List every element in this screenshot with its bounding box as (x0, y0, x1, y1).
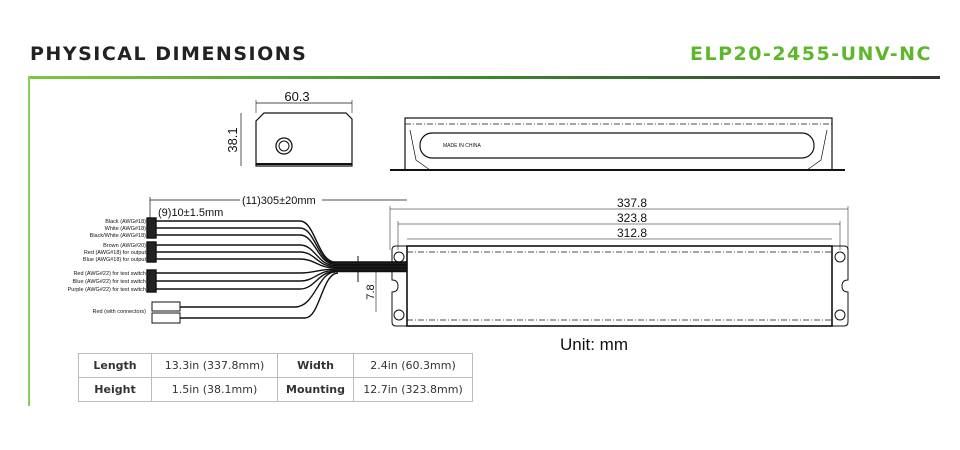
wire-label: Red (AWG#22) for test switch (73, 271, 146, 277)
wire-label: Red (AWG#18) for output (84, 250, 147, 256)
mounting-length-label: 323.8 (617, 211, 647, 225)
lead-length-label: (11)305±20mm (242, 195, 316, 207)
wire-label: Brown (AWG#20) (103, 243, 146, 249)
wire-terminal (146, 269, 157, 293)
body-length-label: 312.8 (617, 226, 647, 240)
made-in-label: MADE IN CHINA (443, 143, 481, 149)
wire (156, 251, 407, 268)
end-height-label: 38.1 (225, 127, 240, 152)
left-border (28, 76, 30, 406)
wire (180, 271, 336, 308)
spec-value: 13.3in (337.8mm) (151, 353, 278, 378)
wire (156, 258, 407, 269)
wire (156, 244, 407, 267)
side-view: MADE IN CHINA (390, 117, 845, 171)
spec-key: Length (78, 353, 152, 378)
model-number: ELP20-2455-UNV-NC (690, 43, 932, 65)
specs-table: Length 13.3in (337.8mm) Width 2.4in (60.… (78, 353, 473, 402)
wire-label: White (AWG#18) (105, 226, 147, 232)
wire (156, 234, 407, 266)
strip-length-label: (9)10±1.5mm (158, 207, 223, 219)
overall-length-label: 337.8 (617, 196, 647, 210)
top-view: 337.8 323.8 312.8 7.8 Unit: mm (365, 196, 849, 354)
wire-terminal (146, 217, 157, 239)
connector (151, 301, 181, 312)
spec-key: Mounting (277, 377, 354, 402)
wire (180, 272, 339, 319)
wire-label: Purple (AWG#22) for test switch (68, 287, 146, 293)
header-divider (28, 76, 940, 79)
slot-dimension-label: 7.8 (365, 284, 377, 299)
wire (156, 268, 407, 274)
wire-label: Red (with connectors) (93, 309, 147, 315)
wire-label: Blue (AWG#18) for output (83, 257, 147, 263)
wire (156, 269, 407, 282)
lead-dimensions: (11)305±20mm (9)10±1.5mm (149, 195, 407, 225)
table-row: Height 1.5in (38.1mm) Mounting 12.7in (3… (78, 377, 473, 402)
connector (151, 312, 181, 324)
section-title: PHYSICAL DIMENSIONS (30, 43, 308, 65)
spec-key: Width (277, 353, 354, 378)
end-width-label: 60.3 (284, 89, 309, 104)
wire (156, 220, 407, 263)
unit-label: Unit: mm (560, 335, 628, 354)
table-row: Length 13.3in (337.8mm) Width 2.4in (60.… (78, 353, 473, 378)
wire-harness: Black (AWG#18)White (AWG#18)Black/White … (68, 217, 407, 324)
wire-terminal (146, 241, 157, 263)
end-view: 60.3 38.1 (225, 89, 353, 167)
wire-label: Black/White (AWG#18) (90, 233, 147, 239)
wire-label: Black (AWG#18) (105, 219, 146, 225)
spec-key: Height (78, 377, 152, 402)
spec-value: 1.5in (38.1mm) (151, 377, 278, 402)
spec-value: 12.7in (323.8mm) (353, 377, 473, 402)
wire-label: Blue (AWG#22) for test switch (73, 279, 146, 285)
spec-value: 2.4in (60.3mm) (353, 353, 473, 378)
wire (156, 227, 407, 264)
